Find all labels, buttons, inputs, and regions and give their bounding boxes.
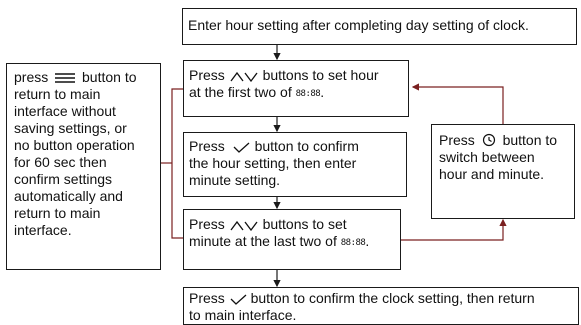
right-post1: button to xyxy=(502,132,558,148)
bottom-box: Press button to confirm the clock settin… xyxy=(183,287,579,325)
confirm-hour-post1: button to confirm xyxy=(254,138,359,154)
check-icon xyxy=(233,142,250,153)
bottom-line2: to main interface. xyxy=(189,307,297,323)
set-minute-pre: Press xyxy=(189,216,225,232)
right-box: Press button to switch between hour and … xyxy=(431,124,575,219)
segment-display: 88:88 xyxy=(340,238,366,248)
menu-icon xyxy=(55,73,76,83)
set-minute-end: . xyxy=(365,233,370,249)
arrow-clockbox-to-sethour xyxy=(411,83,504,124)
top-box: Enter hour setting after completing day … xyxy=(182,8,577,45)
confirm-hour-line2: the hour setting, then enter xyxy=(189,155,357,171)
confirm-hour-line3: minute setting. xyxy=(189,172,281,188)
check-icon xyxy=(230,294,247,305)
left-line: automatically and xyxy=(14,188,123,204)
left-line: saving settings, or xyxy=(14,120,127,136)
set-minute-post1: buttons to set xyxy=(262,216,347,232)
set-hour-end: . xyxy=(320,84,325,100)
clock-icon xyxy=(482,133,495,147)
left-box: press button to return to main interface… xyxy=(6,63,161,270)
left-post1: button to xyxy=(82,69,137,85)
set-hour-box: Press buttons to set hour at the first t… xyxy=(183,60,409,117)
set-minute-box: Press buttons to set minute at the last … xyxy=(183,209,401,270)
left-line: return to main xyxy=(14,86,101,102)
right-line: hour and minute. xyxy=(439,166,545,182)
confirm-hour-box: Press button to confirm the hour setting… xyxy=(183,132,407,197)
left-line: interface without xyxy=(14,103,116,119)
left-pre: press xyxy=(14,69,49,85)
left-line: return to main xyxy=(14,205,101,221)
bottom-post1: button to confirm the clock setting, the… xyxy=(250,290,535,306)
set-hour-post2: at the first two of xyxy=(189,84,292,100)
link-left-box xyxy=(171,88,183,239)
set-hour-post1: buttons to set hour xyxy=(262,67,379,83)
left-line: confirm settings xyxy=(14,171,113,187)
right-pre: Press xyxy=(439,132,475,148)
right-line: switch between xyxy=(439,149,535,165)
bottom-pre: Press xyxy=(189,290,225,306)
set-hour-pre: Press xyxy=(189,67,225,83)
up-down-icon xyxy=(230,71,258,82)
up-down-icon xyxy=(230,220,258,231)
set-minute-post2: minute at the last two of xyxy=(189,233,337,249)
confirm-hour-pre: Press xyxy=(189,138,225,154)
segment-display: 88:88 xyxy=(295,89,321,99)
left-line: for 60 sec then xyxy=(14,154,107,170)
top-box-text: Enter hour setting after completing day … xyxy=(188,17,529,33)
left-line: no button operation xyxy=(14,137,135,153)
arrow-setminute-to-clockbox xyxy=(401,218,507,241)
left-line: interface. xyxy=(14,222,72,238)
